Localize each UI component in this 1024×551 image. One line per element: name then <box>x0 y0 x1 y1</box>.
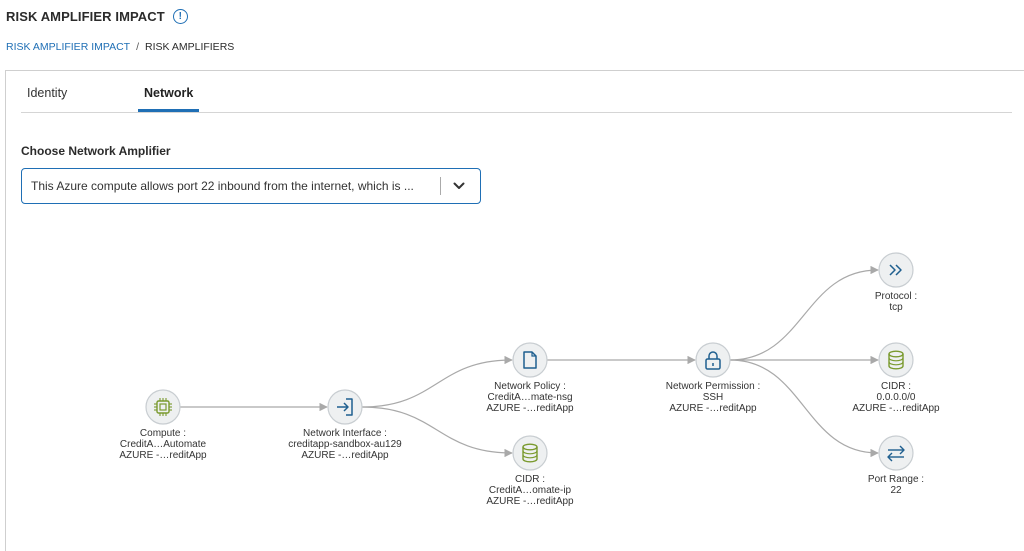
graph-node-cidr_any-circle <box>878 342 914 378</box>
graph-node-cidr_ip-circle <box>512 435 548 471</box>
edge-permission-to-protocol <box>729 265 879 361</box>
database-icon <box>522 443 538 463</box>
select-divider <box>440 177 441 195</box>
breadcrumb-link-risk-amplifier-impact[interactable]: RISK AMPLIFIER IMPACT <box>6 41 131 53</box>
graph-node-compute-circle <box>145 389 181 425</box>
graph-node-protocol-label: tcp <box>889 302 903 313</box>
breadcrumb-current: RISK AMPLIFIERS <box>145 41 235 53</box>
active-tab-indicator <box>138 109 199 112</box>
graph-node-policy-circle <box>512 342 548 378</box>
network-amplifier-selected-value: This Azure compute allows port 22 inboun… <box>31 179 414 193</box>
graph-node-permission-label: AZURE -…reditApp <box>669 403 757 414</box>
graph-node-policy-label: AZURE -…reditApp <box>486 403 574 414</box>
database-icon <box>888 350 904 370</box>
page-title: RISK AMPLIFIER IMPACT ! <box>6 9 188 24</box>
graph-node-cidr_any-label: AZURE -…reditApp <box>852 403 940 414</box>
chip-icon <box>154 398 172 416</box>
edge-nic-to-policy <box>361 355 513 408</box>
tab-network[interactable]: Network <box>144 86 194 100</box>
page-title-text: RISK AMPLIFIER IMPACT <box>6 9 165 24</box>
graph-node-compute-label: Compute : <box>140 428 186 439</box>
graph-node-permission-label: SSH <box>703 392 724 403</box>
graph-node-protocol-circle <box>878 252 914 288</box>
graph-node-cidr_ip-label: CreditA…omate-ip <box>489 485 572 496</box>
edge-nic-to-cidr_ip <box>361 406 513 458</box>
edge-permission-to-port <box>729 359 879 458</box>
graph-node-nic[interactable]: Network Interface :creditapp-sandbox-au1… <box>288 389 402 461</box>
graph-node-policy-label: Network Policy : <box>494 381 566 392</box>
graph-node-nic-label: creditapp-sandbox-au129 <box>288 439 402 450</box>
graph-node-compute-label: AZURE -…reditApp <box>119 450 207 461</box>
content-panel: Identity Network Choose Network Amplifie… <box>5 70 1024 551</box>
graph-node-cidr_any-label: 0.0.0.0/0 <box>877 392 916 403</box>
network-amplifier-select[interactable]: This Azure compute allows port 22 inboun… <box>21 168 481 204</box>
graph-node-permission-label: Network Permission : <box>666 381 760 392</box>
graph-node-cidr_ip-label: CIDR : <box>515 474 545 485</box>
breadcrumb: RISK AMPLIFIER IMPACT / RISK AMPLIFIERS <box>6 41 234 53</box>
tab-identity[interactable]: Identity <box>27 86 68 100</box>
chevron-down-icon[interactable] <box>441 182 477 190</box>
graph-node-cidr_ip-label: AZURE -…reditApp <box>486 496 574 507</box>
graph-node-policy-label: CreditA…mate-nsg <box>487 392 572 403</box>
graph-node-nic-label: Network Interface : <box>303 428 387 439</box>
graph-node-cidr_any-label: CIDR : <box>881 381 911 392</box>
breadcrumb-separator: / <box>136 41 139 53</box>
sign-in-icon <box>337 398 353 416</box>
amplifier-select-label: Choose Network Amplifier <box>21 144 171 158</box>
swap-arrows-icon <box>887 445 905 462</box>
graph-node-nic-label: AZURE -…reditApp <box>301 450 389 461</box>
document-icon <box>523 351 537 369</box>
graph-node-port-label: 22 <box>890 485 902 496</box>
graph-node-permission-circle <box>695 342 731 378</box>
graph-node-port-circle <box>878 435 914 471</box>
lock-icon <box>705 351 721 370</box>
graph-node-protocol-label: Protocol : <box>875 291 917 302</box>
graph-node-protocol[interactable]: Protocol :tcp <box>875 252 917 313</box>
tab-bar: Identity Network <box>21 71 1012 113</box>
info-icon[interactable]: ! <box>172 9 188 24</box>
graph-node-port[interactable]: Port Range :22 <box>868 435 924 496</box>
graph-node-compute-label: CreditA…Automate <box>120 439 207 450</box>
graph-node-port-label: Port Range : <box>868 474 924 485</box>
chevrons-right-icon <box>889 264 902 276</box>
